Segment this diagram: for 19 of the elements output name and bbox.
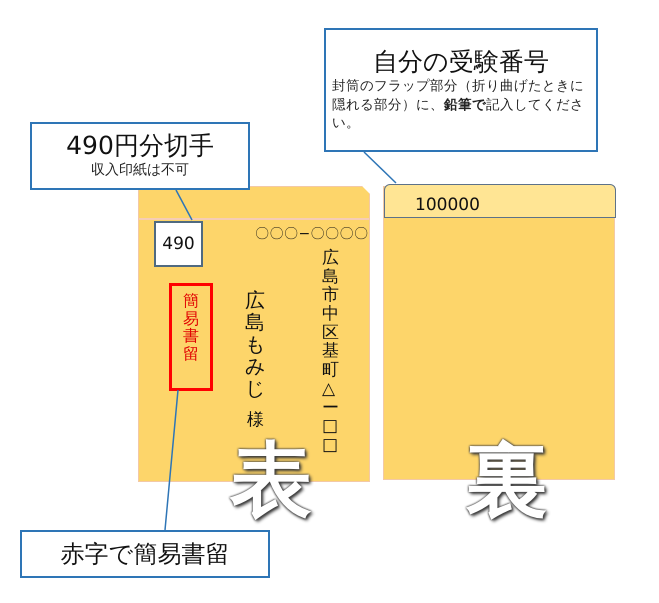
registered-mail-box [169,283,213,391]
recipient-name: 広島もみじ [245,289,265,399]
leader-line [175,190,193,220]
envelope-flap: 100000 [384,184,616,218]
callout-box [30,122,250,190]
postal-code: 〇〇〇−〇〇〇〇 [255,225,369,243]
stamp-box: 490 [154,221,203,267]
callout-heading: 赤字で簡易書留 [60,540,230,568]
address-text: 広島市中区基町△ー□□ [322,249,339,455]
callout-heading: 自分の受験番号 [373,46,549,77]
callout-note: 封筒のフラップ部分（折り曲げたときに隠れる部分）に、鉛筆で記入してください。 [332,76,585,134]
callout-box [20,530,270,578]
callout-note: 収入印紙は不可 [91,161,189,180]
leader-line [164,390,179,530]
callout-box [324,28,598,152]
registered-mail-text: 簡易書留 [183,292,199,365]
leader-line [363,151,397,184]
callout-heading: 490円分切手 [66,131,214,162]
honorific-text: 様 [247,411,264,430]
